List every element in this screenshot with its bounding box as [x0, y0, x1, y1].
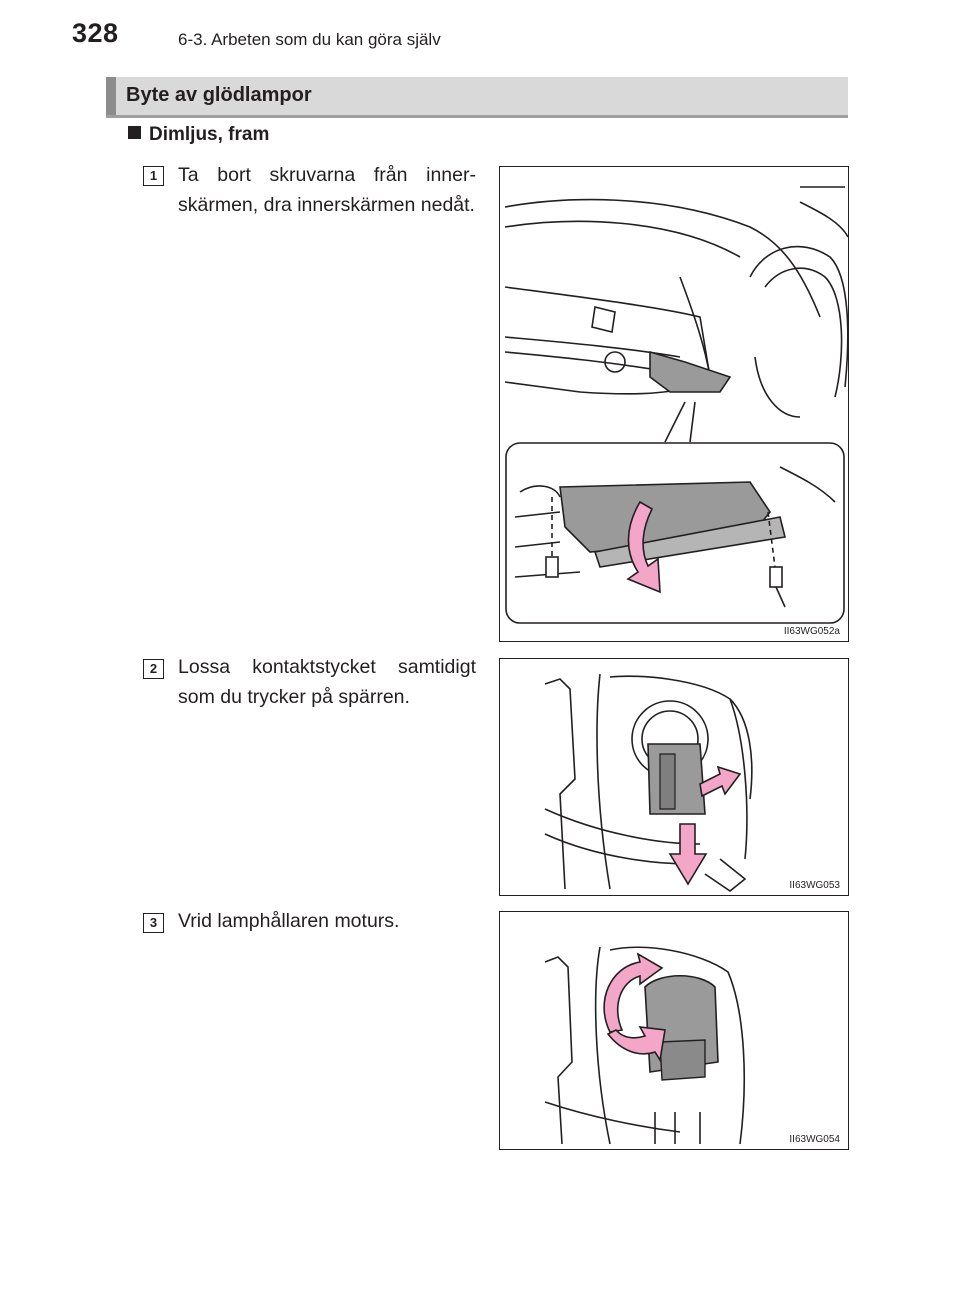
square-bullet-icon — [128, 126, 141, 139]
step-text-2: Lossa kontaktstycket samtidigt som du tr… — [178, 656, 476, 708]
illustration-connector-release — [544, 673, 753, 892]
figure-code-1: II63WG052a — [783, 626, 840, 637]
section-title-bar: Byte av glödlampor — [106, 77, 848, 118]
step-number-2: 2 — [143, 659, 164, 679]
figure-remove-fender-liner: II63WG052a — [499, 166, 849, 642]
figure-rotate-lamp-holder: II63WG054 — [499, 911, 849, 1150]
figure-code-2: II63WG053 — [789, 880, 840, 891]
step-number-1: 1 — [143, 166, 164, 186]
illustration-bumper-fender-liner — [504, 186, 848, 624]
step-text-3: Vrid lamphållaren moturs. — [178, 910, 400, 932]
section-bar-accent — [106, 77, 116, 115]
illustration-lamp-holder-rotate — [544, 946, 746, 1145]
figure-disconnect-connector: II63WG053 — [499, 658, 849, 896]
running-header: 6-3. Arbeten som du kan göra själv — [178, 30, 441, 49]
figure-code-3: II63WG054 — [789, 1134, 840, 1145]
subsection-title: Dimljus, fram — [149, 124, 270, 145]
section-title: Byte av glödlampor — [126, 84, 312, 106]
page-number: 328 — [72, 18, 119, 48]
step-text-1: Ta bort skruvarna från inner-skärmen, dr… — [178, 164, 476, 216]
subsection-heading: Dimljus, fram — [128, 124, 269, 146]
step-number-3: 3 — [143, 913, 164, 933]
